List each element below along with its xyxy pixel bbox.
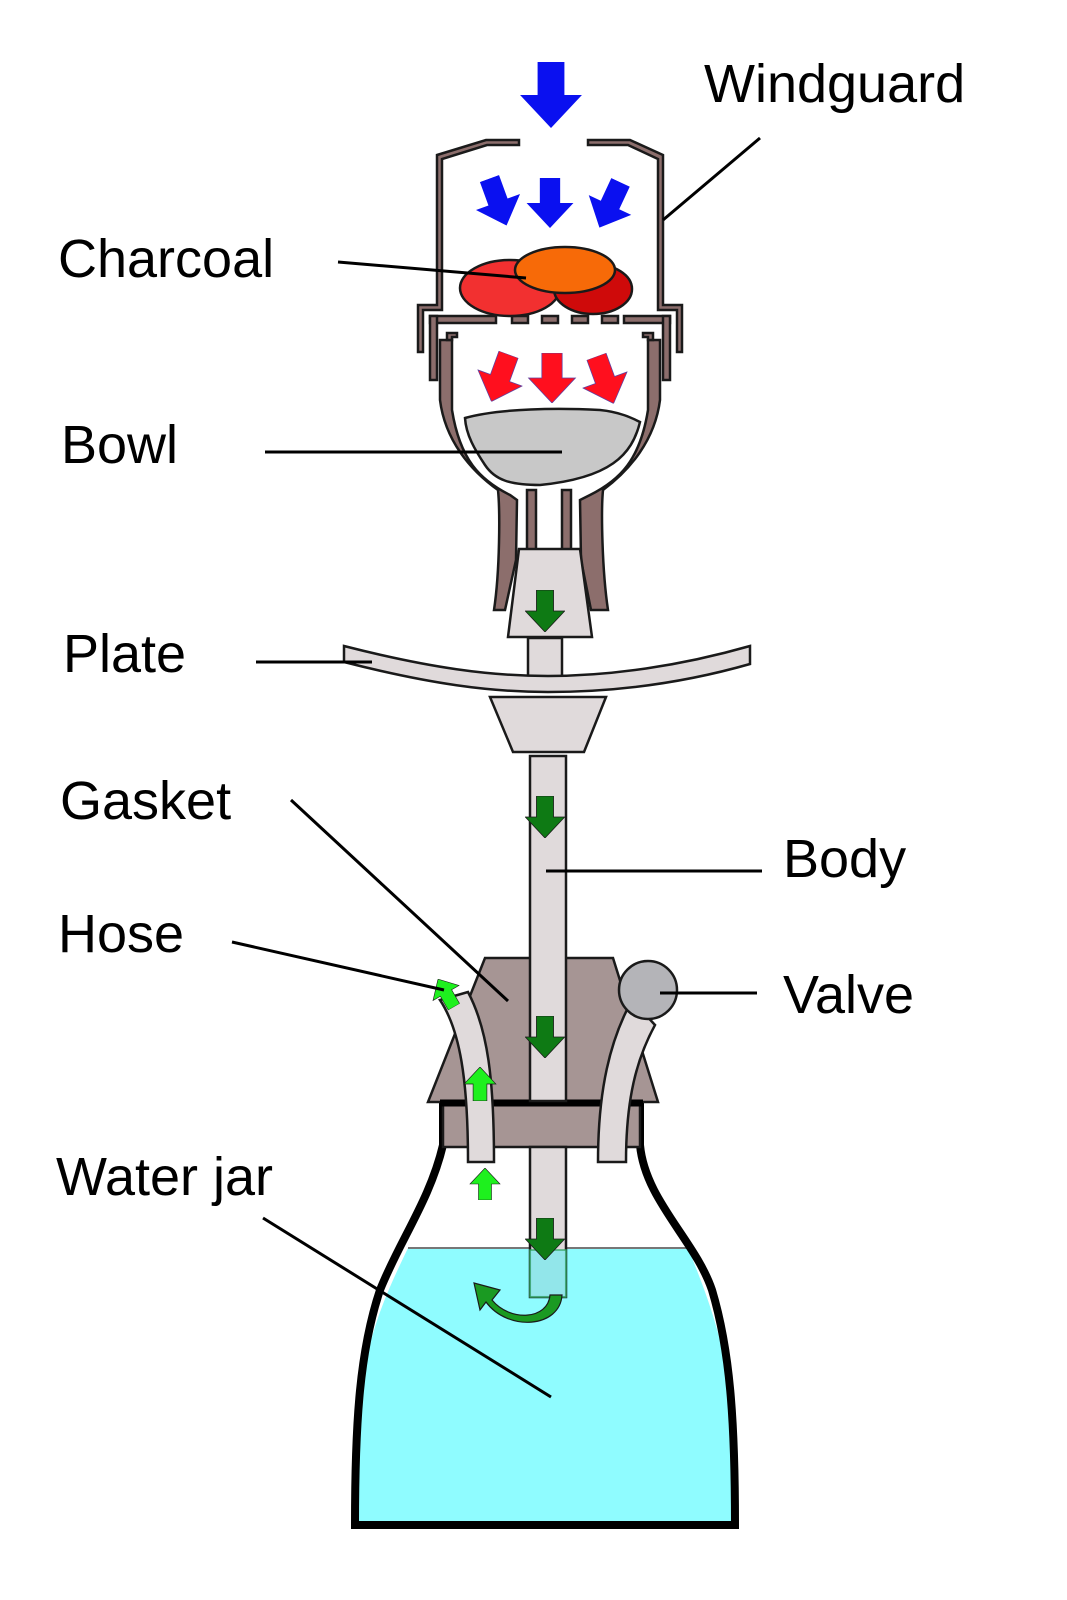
- grate: [428, 314, 672, 382]
- jar-outline: [350, 1100, 740, 1529]
- plate: [342, 636, 752, 754]
- label-plate: Plate: [63, 624, 186, 684]
- water: [355, 1248, 735, 1525]
- valve: [617, 959, 679, 1021]
- arrow-down-icon: [520, 62, 582, 128]
- heat-arrows: [469, 346, 636, 412]
- arrow-down-icon: [526, 178, 574, 228]
- label-windguard: Windguard: [704, 54, 965, 114]
- windguard: [416, 138, 684, 382]
- valve-pipe: [596, 959, 679, 1164]
- leader-lines: [231, 136, 762, 1399]
- arrow-down-icon: [578, 172, 642, 238]
- labels: Windguard Charcoal Bowl Plate Gasket Bod…: [56, 54, 965, 1207]
- label-gasket: Gasket: [60, 771, 231, 831]
- arrow-down-icon: [467, 170, 529, 234]
- label-hose: Hose: [58, 904, 184, 964]
- arrow-down-icon: [469, 346, 531, 410]
- air-arrows: [467, 62, 642, 238]
- arrow-up-icon: [469, 1168, 501, 1200]
- label-body: Body: [783, 829, 906, 889]
- tobacco: [463, 407, 642, 487]
- label-water-jar: Water jar: [56, 1147, 273, 1207]
- hose: [438, 990, 496, 1164]
- smoke-arrows: [424, 590, 565, 1323]
- label-bowl: Bowl: [61, 415, 178, 475]
- arrow-down-icon: [528, 353, 576, 403]
- curved-arrow-icon: [473, 1282, 563, 1323]
- charcoal: [458, 245, 634, 318]
- label-valve: Valve: [783, 965, 914, 1025]
- label-charcoal: Charcoal: [58, 229, 274, 289]
- arrow-down-icon: [574, 348, 636, 412]
